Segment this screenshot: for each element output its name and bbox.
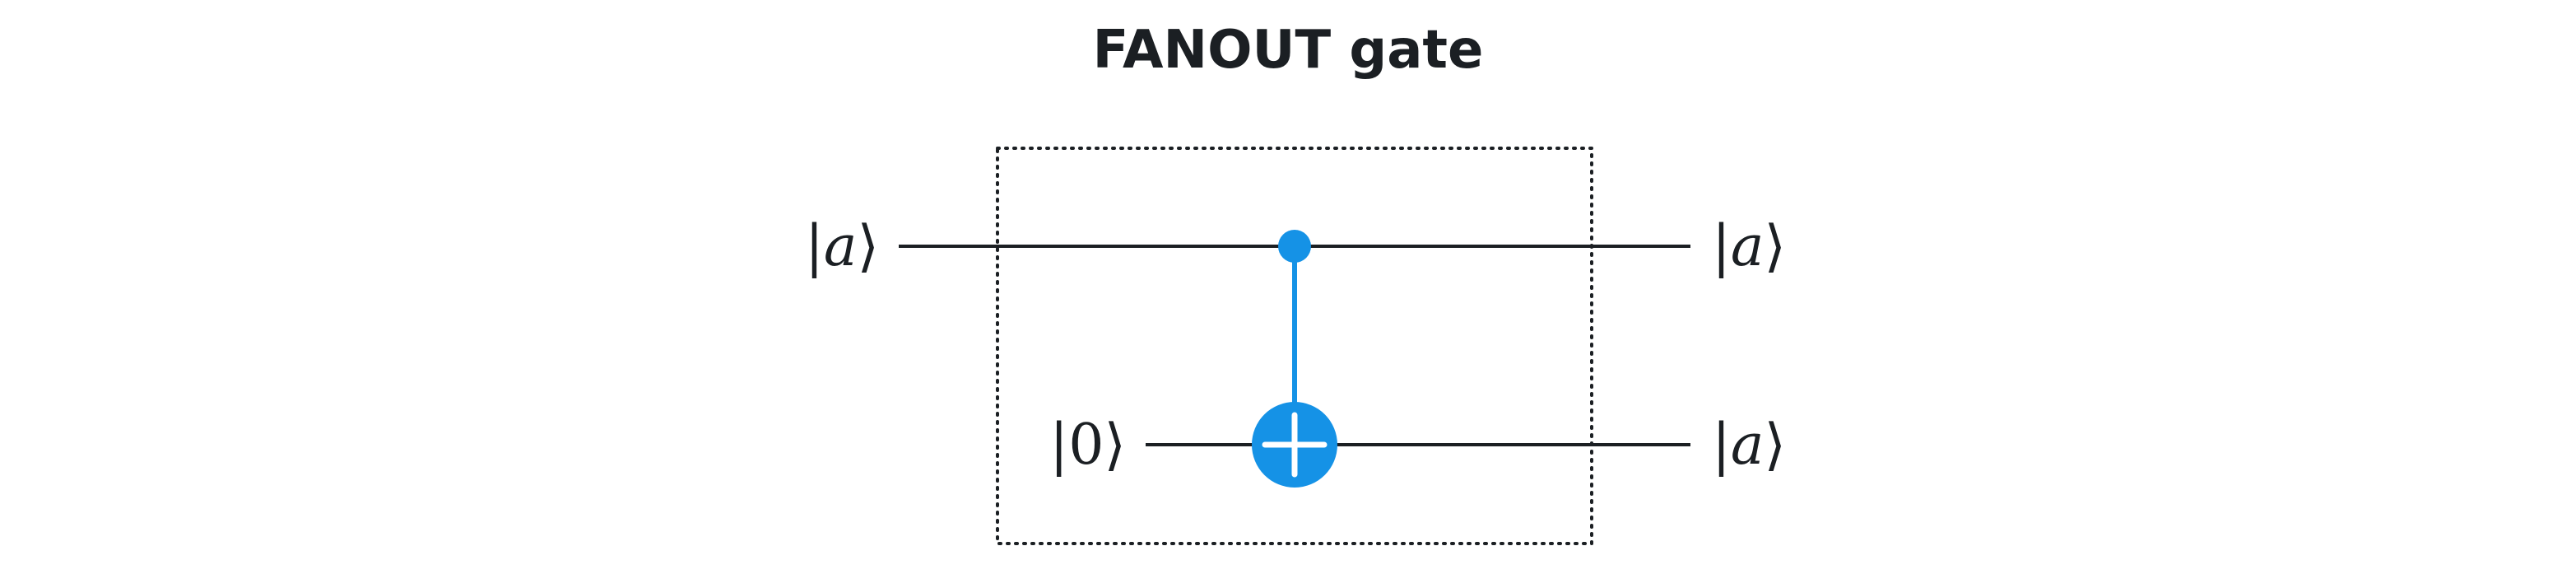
input-ket-1: |0⟩	[1049, 413, 1126, 478]
fanout-box	[996, 147, 1593, 545]
diagram-title: FANOUT gate	[1093, 20, 1484, 81]
output-ket-0: |a⟩	[1712, 214, 1786, 279]
input-ket-0: |a⟩	[805, 214, 879, 279]
output-ket-1: |a⟩	[1712, 413, 1786, 478]
xor-target-icon	[1252, 402, 1337, 488]
control-dot-icon	[1278, 230, 1311, 263]
